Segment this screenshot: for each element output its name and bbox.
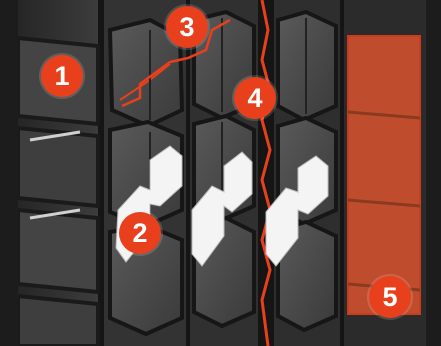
- callout-badge-3: 3: [166, 6, 208, 48]
- callout-number: 2: [132, 220, 147, 247]
- left-shoulder-blocks: [0, 0, 98, 346]
- shoulder-highlight: [348, 36, 420, 314]
- callout-badge-4: 4: [234, 77, 276, 119]
- callout-number: 3: [179, 14, 194, 41]
- callout-number: 4: [247, 85, 262, 112]
- callout-number: 5: [382, 284, 397, 311]
- callout-badge-2: 2: [119, 212, 161, 254]
- callout-badge-5: 5: [369, 276, 411, 318]
- callout-number: 1: [54, 63, 69, 90]
- callout-badge-1: 1: [41, 55, 83, 97]
